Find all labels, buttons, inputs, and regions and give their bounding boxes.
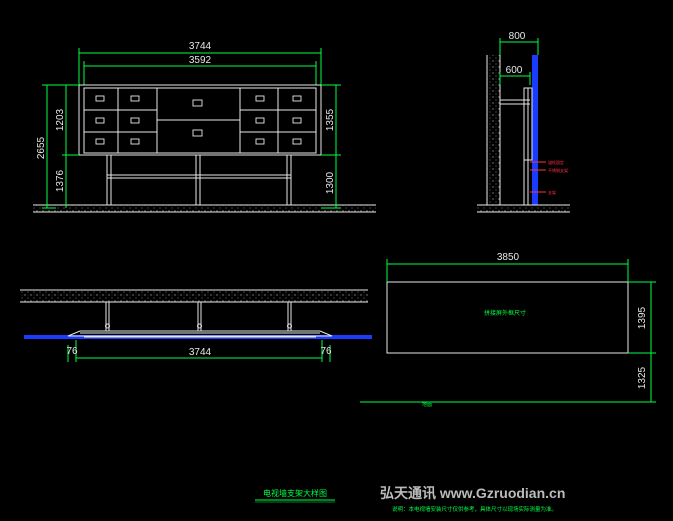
dim-screen-height: 1203 xyxy=(55,108,66,131)
dim-right-upper: 1355 xyxy=(325,108,336,131)
side-section xyxy=(477,38,570,213)
watermark: 弘天通讯 www.Gzruodian.cn xyxy=(380,485,565,501)
drawing-note: 说明：本电视墙安装尺寸仅供参考，具体尺寸以现场实际测量为准。 xyxy=(392,505,557,513)
dim-screen-outline-height: 1395 xyxy=(637,306,648,329)
dim-plan-width: 3744 xyxy=(189,347,212,358)
floor-label: 地面 xyxy=(422,401,432,408)
front-elevation xyxy=(33,48,376,213)
dim-right-lower: 1300 xyxy=(325,171,336,194)
plan-view xyxy=(20,289,372,362)
dim-screen-bottom-height: 1325 xyxy=(637,366,648,389)
side-note-1: 锚栓固定 xyxy=(548,159,564,165)
dim-base-height: 1376 xyxy=(55,169,66,192)
dim-overall-width: 3744 xyxy=(189,41,212,52)
side-note-2: 不锈钢支架 xyxy=(548,167,568,173)
drawing-title: 电视墙支架大样图 xyxy=(263,488,327,498)
dim-screen-width: 3850 xyxy=(497,252,520,263)
side-note-3: 支架 xyxy=(548,189,556,195)
dim-left-gap: 76 xyxy=(66,346,78,357)
dim-total-height: 2655 xyxy=(36,136,47,159)
dim-inner-width: 3592 xyxy=(189,55,212,66)
dim-right-gap: 76 xyxy=(320,346,332,357)
title-block xyxy=(255,499,335,503)
dim-depth-inner: 600 xyxy=(506,65,523,76)
screen-outline-view xyxy=(360,259,656,403)
dim-depth-outer: 800 xyxy=(509,31,526,42)
screen-outline-label: 拼接屏外框尺寸 xyxy=(484,309,526,317)
